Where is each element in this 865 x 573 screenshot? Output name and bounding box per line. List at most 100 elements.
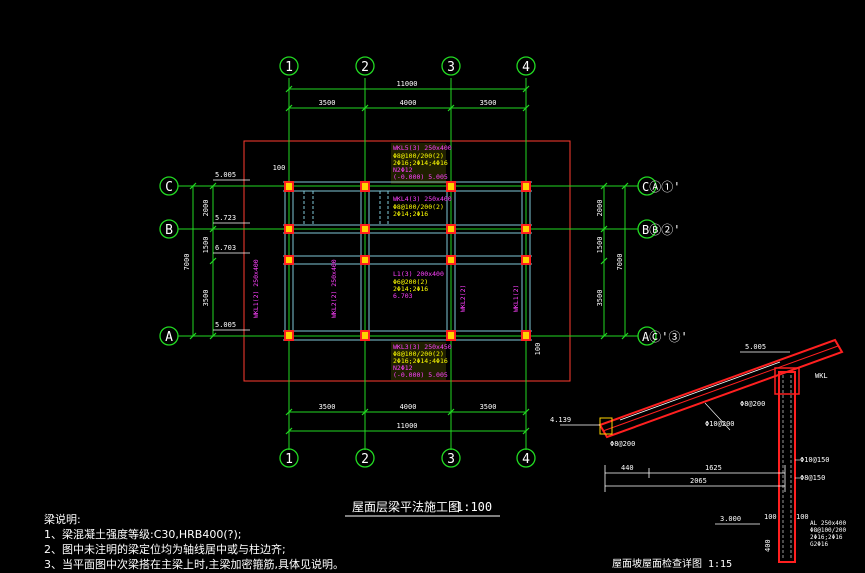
axis-bubble-bottom-2 bbox=[355, 448, 375, 468]
sec-level-top: 5.005 bbox=[745, 343, 766, 351]
axis-tag-right-A: AⒸ'③' bbox=[642, 330, 688, 344]
dim-bottom-span-1: 3500 bbox=[319, 403, 336, 411]
dimension-texts: 11000 3500 4000 3500 3500 4000 3500 1100… bbox=[319, 80, 497, 430]
beam-note-line: Φ8@100/200(2) bbox=[393, 203, 444, 211]
tick bbox=[361, 408, 369, 416]
sec-beam-tag: WKL bbox=[815, 372, 828, 380]
axis-bubble-bottom-1 bbox=[279, 448, 299, 468]
beam-note-line: Φ8@100/200(2) bbox=[393, 152, 444, 160]
column bbox=[284, 181, 294, 192]
tick bbox=[209, 332, 217, 340]
dim-top-span-2: 4000 bbox=[400, 99, 417, 107]
tick bbox=[600, 225, 608, 233]
sec-dim-400: 400 bbox=[764, 539, 772, 552]
horizontal-axis-lines bbox=[178, 185, 638, 337]
dim-top-span-1: 3500 bbox=[319, 99, 336, 107]
dim-bottom-span-2: 4000 bbox=[400, 403, 417, 411]
sec-dim-100b: 100 bbox=[796, 513, 809, 521]
sec-beam-note: AL 250x400 bbox=[810, 520, 847, 527]
slab-rebar-white bbox=[619, 361, 781, 421]
tick bbox=[600, 257, 608, 265]
tick bbox=[189, 182, 197, 190]
axis-labels: 1 2 3 4 1 2 3 4 C B A bbox=[165, 60, 530, 467]
sec-dim-440: 440 bbox=[621, 464, 634, 472]
notes-heading: 梁说明: bbox=[44, 513, 81, 526]
beam-note-vertical-left: WKL1(2) 250x400 bbox=[252, 259, 260, 318]
sec-bar-label: Φ8@150 bbox=[800, 474, 825, 482]
tick bbox=[285, 104, 293, 112]
tick bbox=[209, 182, 217, 190]
beam-note-line: 2Φ16;2Φ14;4Φ16 bbox=[393, 357, 448, 365]
sec-beam-note: Φ8@100/200 bbox=[810, 527, 847, 534]
axis-bubble-left-B bbox=[159, 219, 179, 239]
axis-bubble-bottom-3 bbox=[441, 448, 461, 468]
leader-line bbox=[704, 402, 731, 431]
tick bbox=[600, 332, 608, 340]
beam-note-lower: L1(3) 200x400 Φ6@200(2) 2Φ14;2Φ16 6.703 bbox=[393, 270, 444, 300]
beam-note-line: 6.703 bbox=[393, 292, 413, 300]
eave-beam bbox=[599, 417, 613, 435]
column bbox=[284, 224, 294, 234]
axis-label-1-bottom: 1 bbox=[285, 452, 293, 467]
vertical-dimension-texts: 2000 1500 3500 7000 2000 1500 3500 7000 … bbox=[183, 164, 624, 355]
axis-bubble-top-2 bbox=[355, 56, 375, 76]
roof-slab bbox=[598, 338, 844, 439]
sec-dim-1625: 1625 bbox=[705, 464, 722, 472]
beam-note-vertical: WKL1(2) 250x400 WKL2(2) 250x400 WKL2(2) … bbox=[252, 259, 520, 318]
dim-right-span-3: 3500 bbox=[596, 290, 604, 307]
column bbox=[521, 255, 531, 265]
beam-notes-panel: 梁说明: 1、梁混凝土强度等级:C30,HRB400(?); 2、图中未注明的梁… bbox=[44, 512, 344, 572]
dim-top-total: 11000 bbox=[396, 80, 417, 88]
axis-label-4-bottom: 4 bbox=[522, 452, 530, 467]
column bbox=[446, 224, 456, 234]
axis-label-1-top: 1 bbox=[285, 60, 293, 75]
drawing-title: 屋面层梁平法施工图 bbox=[352, 499, 460, 514]
level-marks bbox=[213, 179, 250, 331]
axis-bubble-bottom-4 bbox=[516, 448, 536, 468]
axis-bubble-top-4 bbox=[516, 56, 536, 76]
tick bbox=[285, 427, 293, 435]
notes-item: 2、图中未注明的梁定位均为轴线居中或与柱边齐; bbox=[44, 543, 286, 556]
column bbox=[521, 330, 531, 341]
level-text-1: 5.005 bbox=[215, 171, 236, 179]
column bbox=[284, 330, 294, 341]
beam-note-line: 2Φ14;2Φ16 bbox=[393, 210, 428, 218]
beam-note-line: 2Φ16;2Φ14;4Φ16 bbox=[393, 159, 448, 167]
sec-bar-label: Φ10@200 bbox=[705, 420, 735, 428]
dim-right-total: 7000 bbox=[616, 254, 624, 271]
axis-label-3-bottom: 3 bbox=[447, 452, 455, 467]
dim-offset-bottom: 100 bbox=[534, 343, 542, 356]
sec-dim-2065: 2065 bbox=[690, 477, 707, 485]
beam-note-top: WKL5(3) 250x400 Φ8@100/200(2) 2Φ16;2Φ14;… bbox=[393, 144, 452, 181]
sec-level-left: 4.139 bbox=[550, 416, 571, 424]
column bbox=[360, 330, 370, 341]
sec-bar-label: Φ8@200 bbox=[610, 440, 635, 448]
level-text-3: 6.703 bbox=[215, 244, 236, 252]
axis-bubble-top-1 bbox=[279, 56, 299, 76]
beam-note-line: 2Φ14;2Φ16 bbox=[393, 285, 428, 293]
level-text-4: 5.005 bbox=[215, 321, 236, 329]
beam-note-line: WKL4(3) 250x400 bbox=[393, 195, 452, 203]
dim-right-span-2: 1500 bbox=[596, 237, 604, 254]
axis-bubble-top-3 bbox=[441, 56, 461, 76]
beam-note-vertical-r1: WKL2(2) bbox=[459, 285, 467, 312]
axis-bubble-right-B bbox=[637, 219, 657, 239]
dim-right-span-1: 2000 bbox=[596, 200, 604, 217]
level-texts: 5.005 5.723 6.703 5.005 bbox=[215, 171, 236, 329]
axis-bubble-left-A bbox=[159, 326, 179, 346]
dim-offset-top: 100 bbox=[273, 164, 286, 172]
column bbox=[284, 255, 294, 265]
section-texts: 5.005 4.139 3.000 440 1625 2065 100 100 … bbox=[550, 343, 847, 570]
tick bbox=[285, 408, 293, 416]
beam-note-line: (-0.000) 5.005 bbox=[393, 173, 448, 181]
dim-left-span-2: 1500 bbox=[202, 237, 210, 254]
column bbox=[446, 255, 456, 265]
axis-label-B-left: B bbox=[165, 223, 173, 238]
tick bbox=[447, 104, 455, 112]
tick bbox=[522, 408, 530, 416]
sec-bar-label: Φ10@150 bbox=[800, 456, 830, 464]
beam-note-bg bbox=[391, 342, 446, 380]
axis-label-C-left: C bbox=[165, 180, 173, 195]
sec-beam-note: 2Φ16;2Φ16 bbox=[810, 534, 843, 541]
